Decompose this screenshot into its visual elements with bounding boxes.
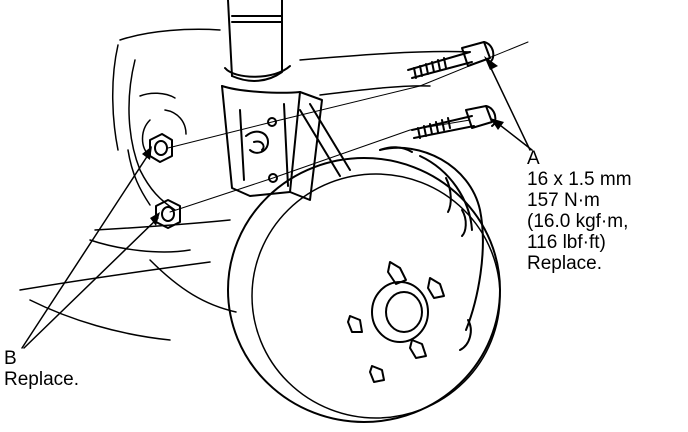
callout-a: A 16 x 1.5 mm 157 N·m (16.0 kgf·m, 116 l… <box>527 148 632 274</box>
leader-lines <box>21 61 533 349</box>
strut-bracket <box>221 85 351 201</box>
callout-a-letter: A <box>527 148 540 169</box>
callout-a-note: Replace. <box>527 253 602 274</box>
brake-drum <box>227 146 501 423</box>
callout-b: B Replace. <box>4 348 79 390</box>
leader-arrowheads <box>142 56 504 226</box>
bolt-a-upper <box>407 41 495 79</box>
callout-a-torque-kgfm: (16.0 kgf·m, <box>527 211 629 232</box>
callout-b-note: Replace. <box>4 369 79 390</box>
bolt-a-lower <box>411 105 497 139</box>
callout-a-torque-nm: 157 N·m <box>527 190 600 211</box>
callout-b-letter: B <box>4 348 17 369</box>
callout-a-size: 16 x 1.5 mm <box>527 169 632 190</box>
wheel-studs <box>347 261 445 383</box>
callout-a-torque-lbfft: 116 lbf·ft) <box>527 232 606 253</box>
strut-assembly <box>224 0 291 82</box>
